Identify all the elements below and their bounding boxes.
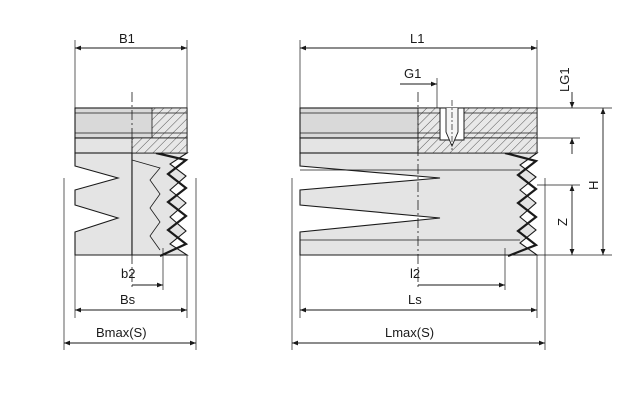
front-view (299, 92, 539, 290)
side-view-bellows-left (74, 152, 133, 256)
side-view-flange-section (131, 137, 188, 154)
dim-label-bmax: Bmax(S) (96, 325, 147, 340)
dim-label-lg1: LG1 (557, 67, 572, 92)
dim-label-h: H (586, 181, 601, 190)
dim-label-z: Z (555, 218, 570, 226)
side-view (74, 92, 189, 290)
front-view-wall-section (504, 151, 539, 258)
side-view-wall-inner (131, 159, 161, 251)
front-view-cap-section (417, 107, 538, 139)
dim-label-l2: l2 (410, 266, 420, 281)
front-view-flange-section (417, 137, 538, 154)
dim-label-bs: Bs (120, 292, 136, 307)
dim-label-g1: G1 (404, 66, 421, 81)
dim-label-lmax: Lmax(S) (385, 325, 434, 340)
dim-label-b2: b2 (121, 266, 135, 281)
side-view-cap-section (151, 107, 188, 139)
dim-label-b1: B1 (119, 31, 135, 46)
side-view-dimensions: B1 b2 Bs Bmax(S) (63, 31, 197, 350)
front-view-dimensions: L1 G1 LG1 H Z l2 Ls Lmax(S) (291, 31, 612, 350)
dim-label-l1: L1 (410, 31, 424, 46)
side-view-wall-section (155, 151, 189, 257)
dim-label-ls: Ls (408, 292, 422, 307)
